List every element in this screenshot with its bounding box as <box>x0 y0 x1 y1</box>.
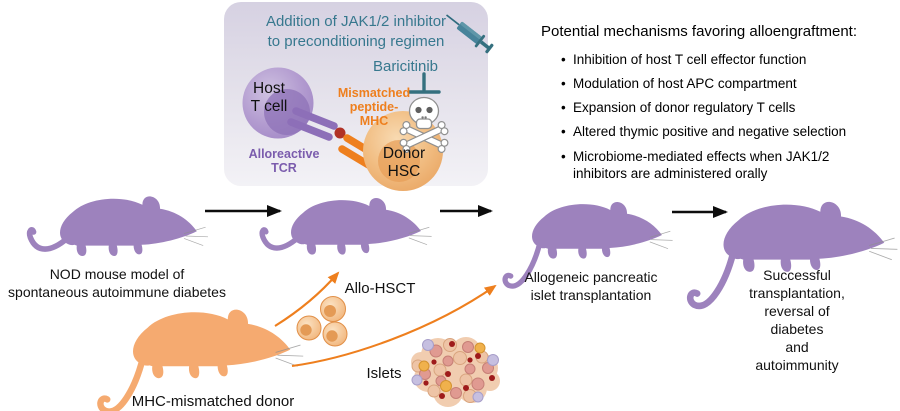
mechanism-item: Inhibition of host T cell effector funct… <box>561 51 881 68</box>
nod-mouse-label: NOD mouse model of spontaneous autoimmun… <box>8 266 226 300</box>
baricitinib-label: Baricitinib <box>372 58 438 75</box>
mismatched-mhc-label: Mismatched peptide- MHC <box>337 86 411 128</box>
islet-transplant-label: Allogeneic pancreatic islet transplantat… <box>524 269 658 303</box>
mechanisms-list: Inhibition of host T cell effector funct… <box>541 51 881 182</box>
flow-arrows <box>205 205 728 218</box>
outcome-label: Successful transplantation, reversal of … <box>749 267 845 373</box>
mouse-allo-hsct <box>262 197 432 255</box>
mechanism-item: Microbiome-mediated effects when JAK1/2 … <box>561 148 881 182</box>
donor-arrows <box>274 271 497 368</box>
hsc-cells-illustration <box>296 296 348 347</box>
alloreactive-tcr-label: Alloreactive TCR <box>248 147 320 175</box>
syringe-icon <box>445 14 494 54</box>
mechanisms-title: Potential mechanisms favoring alloengraf… <box>541 23 857 40</box>
tcr-prongs <box>287 107 338 141</box>
donor-mouse-label: MHC-mismatched donor <box>131 393 295 410</box>
islets-illustration <box>411 337 500 407</box>
mechanisms-block: Potential mechanisms favoring alloengraf… <box>541 23 891 189</box>
mouse-nod <box>30 196 209 257</box>
peptide-dot <box>334 127 346 139</box>
tee-bar-icon <box>407 72 441 94</box>
mechanism-item: Expansion of donor regulatory T cells <box>561 99 881 116</box>
arrow-allo-hsct <box>274 271 340 327</box>
islets-label: Islets <box>366 365 402 382</box>
donor-hsc-label: Donor HSC <box>382 145 426 181</box>
arrow-islet-tx <box>291 284 497 368</box>
allo-hsct-label: Allo-HSCT <box>344 280 416 297</box>
panel-title: Addition of JAK1/2 inhibitor to precondi… <box>265 13 447 50</box>
host-t-cell-label: Host T cell <box>250 80 288 116</box>
skull-crossbones-icon <box>399 96 449 153</box>
mechanism-item: Altered thymic positive and negative sel… <box>561 123 881 140</box>
mechanism-item: Modulation of host APC compartment <box>561 75 881 92</box>
